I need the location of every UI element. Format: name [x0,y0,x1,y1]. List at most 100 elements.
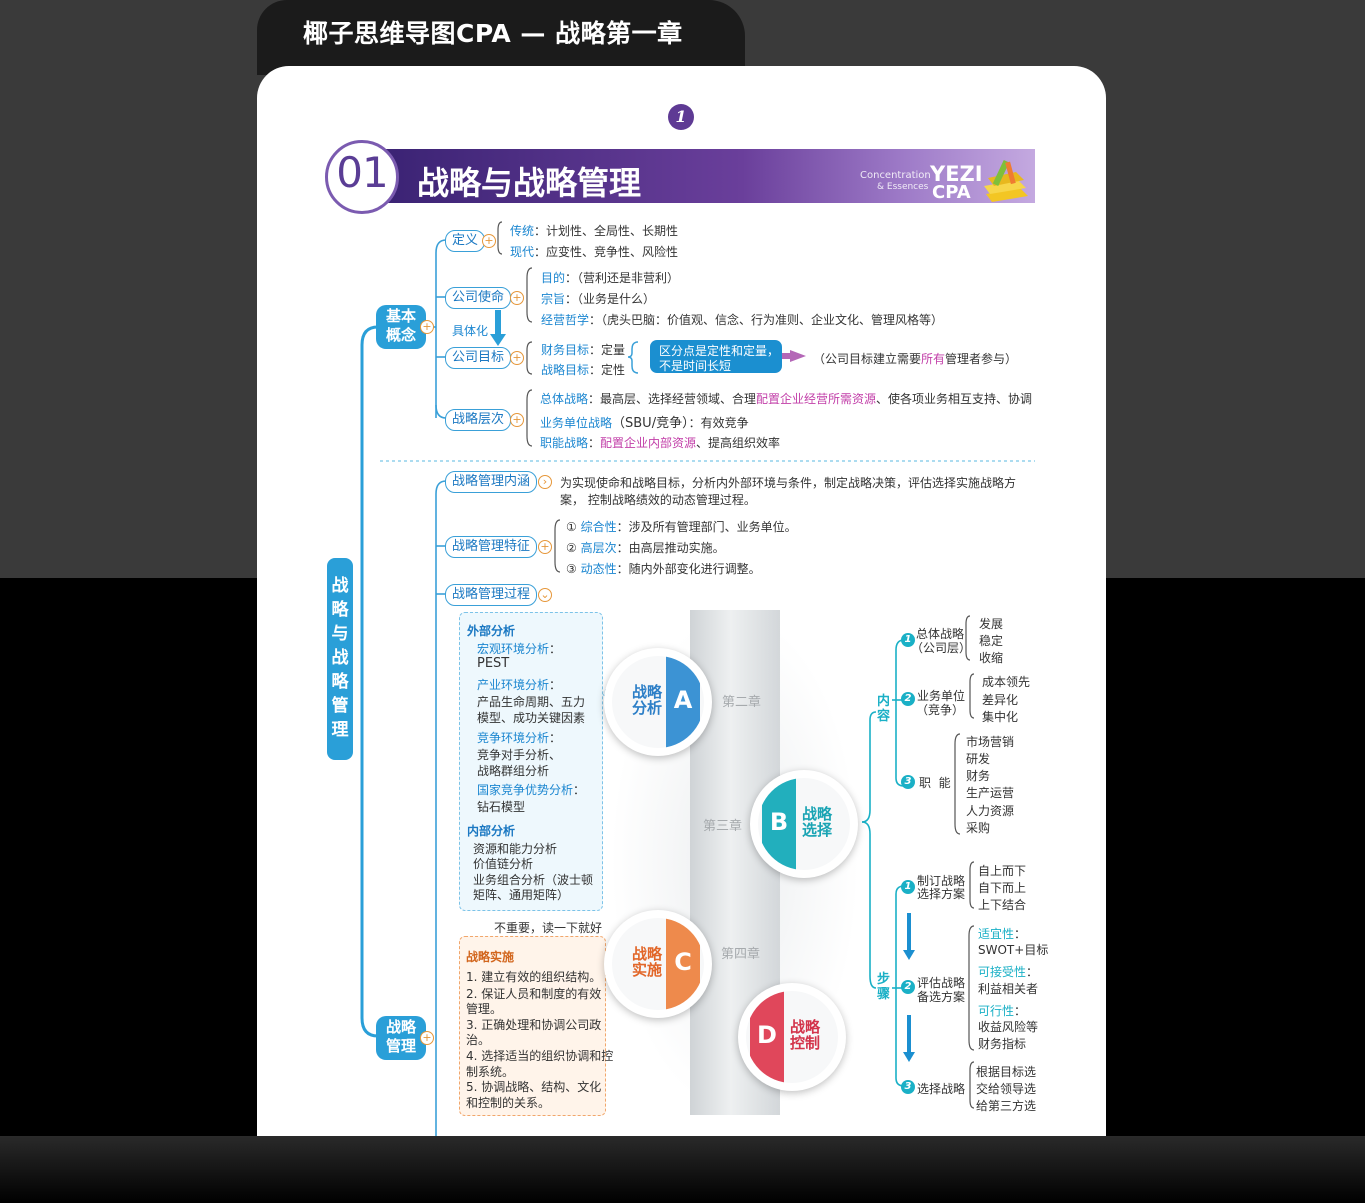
level-corporate-v2: 配置企业经营所需资源 [756,392,877,406]
circle-d-letter: D [757,1021,777,1049]
mission-purpose-key: 目的 [541,271,566,285]
steps-s1-opt2: 自下而上 [978,881,1027,895]
circle-c-inner: C 战略实施 [612,918,704,1010]
goal-aside-b: 所有 [921,352,946,366]
steps-num-2: 2 [901,980,915,994]
content-corp-opt1: 发展 [979,617,1004,631]
competition-value2: 战略群组分析 [477,764,550,778]
nation-analysis: 国家竞争优势分析： [477,781,585,798]
level-business-key: 业务单位战略 [540,416,613,430]
expand-plus-icon[interactable]: + [510,351,524,365]
content-corp-opt2: 稳定 [979,634,1004,648]
impl-item-4a: 4. 选择适当的组织协调和控 [466,1049,614,1063]
expand-plus-icon[interactable]: + [420,320,434,334]
industry-value1: 产品生命周期、五力 [477,695,586,709]
node-strategic-management: 战略 管理 [376,1016,426,1060]
expand-plus-icon[interactable]: + [510,291,524,305]
content-num-2: 2 [901,692,915,706]
content-biz-opt3: 集中化 [982,710,1019,724]
expand-plus-icon[interactable]: + [420,1031,434,1045]
goal-note-box [650,340,782,373]
chapter-number: 01 [336,148,388,197]
steps-s2-v1: SWOT+目标 [978,943,1049,957]
expand-plus-icon[interactable]: + [510,413,524,427]
implementation-note: 不重要，读一下就好 [494,921,603,935]
content-biz-opt2: 差异化 [982,693,1019,707]
level-business-unit: 业务单位战略（SBU/竞争）：有效竞争 [540,412,749,431]
impl-item-3b: 治。 [466,1033,491,1047]
steps-s1-opt1: 自上而下 [978,864,1027,878]
macro-value: PEST [477,656,510,671]
feature-3-key: 动态性 [580,562,617,576]
impl-item-2a: 2. 保证人员和制度的有效 [466,987,602,1001]
goal-financial-key: 财务目标 [541,343,590,357]
steps-s2-k1: 适宜性 [978,927,1015,941]
industry-analysis: 产业环境分析： [477,676,561,693]
steps-s3-opt2: 交给领导选 [976,1082,1037,1096]
concretize-label: 具体化 [452,324,489,338]
feature-2-value: ：由高层推动实施。 [616,541,725,555]
node-mgmt-process: 战略管理过程 [445,584,538,606]
circle-strategy-implementation: C 战略实施 [604,910,712,1018]
expand-plus-icon[interactable]: + [538,540,552,554]
steps-s1-l1: 制订战略 [917,874,966,888]
level-functional-key: 职能战略 [540,436,589,450]
mission-purpose-value: ：（营利还是非营利） [565,271,680,285]
feature-comprehensive: ① 综合性：涉及所有管理部门、业务单位。 [566,518,797,535]
feature-3-num: ③ [566,562,577,576]
analysis-box [459,612,603,911]
steps-s3-opt3: 给第三方选 [976,1099,1037,1113]
header-tab [257,0,745,75]
content-functional: 职 能 [919,776,951,790]
level-corporate-v3: 、使各项业务相互支持、协调 [876,392,1033,406]
node-basic-concepts: 基本 概念 [376,305,426,349]
collapse-chevron-icon[interactable]: ⌄ [538,588,552,602]
circle-strategy-choice: B 战略选择 [750,770,858,878]
chapter-banner [385,149,1035,203]
level-corporate-key: 总体战略 [540,392,589,406]
int-analysis-title: 内部分析 [467,824,516,838]
content-func-opt3: 财务 [966,769,991,783]
steps-s2-k2: 可接受性 [978,965,1027,979]
feature-dynamic: ③ 动态性：随内外部变化进行调整。 [566,560,761,577]
node-strategy-levels: 战略层次 [445,409,512,431]
chapter-title: 战略与战略管理 [417,164,642,202]
steps-s2-acceptability: 可接受性： [978,963,1038,980]
goal-strategic-key: 战略目标 [541,363,590,377]
macro-colon: ： [549,642,562,656]
steps-s2-l1: 评估战略 [917,976,966,990]
bottom-shadow [0,1136,1365,1203]
circle-d-inner: D 战略控制 [746,991,838,1083]
circle-strategy-analysis: A 战略分析 [604,648,712,756]
level-corporate-v1: ：最高层、选择经营领域、合理 [588,392,757,406]
steps-num-1: 1 [901,880,915,894]
expand-arrow-icon[interactable]: › [538,475,552,489]
steps-s2-k3: 可行性 [978,1004,1015,1018]
steps-s1-l2: 选择方案 [917,887,966,901]
circle-c-letter: C [674,948,692,976]
circle-a-letter: A [673,686,693,714]
competition-colon: ： [549,731,562,745]
mission-tenet-key: 宗旨 [541,292,566,306]
goal-aside-c: 管理者参与） [945,352,1018,366]
macro-analysis: 宏观环境分析： [477,640,561,657]
circle-b-band [762,778,796,870]
definition-traditional-value: ：计划性、全局性、长期性 [534,224,679,238]
steps-label: 步骤 [877,972,890,1002]
content-biz-opt1: 成本领先 [982,675,1031,689]
steps-s2-c2: ： [1026,965,1039,979]
mission-philosophy: 经营哲学：（虎头巴脑：价值观、信念、行为准则、企业文化、管理风格等） [541,311,943,328]
nation-value: 钻石模型 [477,800,526,814]
steps-s2-feasibility: 可行性： [978,1002,1026,1019]
content-func-opt6: 采购 [966,821,991,835]
expand-plus-icon[interactable]: + [482,234,496,248]
competition-key: 竞争环境分析 [477,731,550,745]
circle-d-word1: 战略 [789,1018,820,1036]
node-strategic-management-line2: 管理 [385,1037,416,1055]
circle-c-band [666,918,700,1010]
circle-a-band [666,656,700,748]
goal-strategic-value: ：定性 [589,363,626,377]
implementation-box [459,936,606,1116]
connotation-line2: 案， 控制战略绩效的动态管理过程。 [560,493,756,507]
content-func-opt4: 生产运营 [966,786,1015,800]
